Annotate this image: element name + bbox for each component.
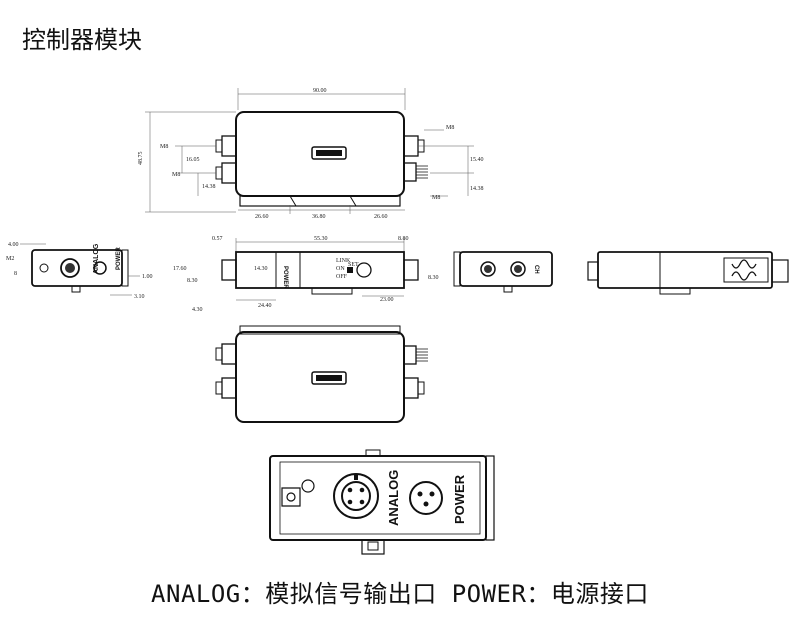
right-end-view: CH xyxy=(453,251,553,293)
front-power-text: POWER xyxy=(282,266,288,289)
front-status-3: OFF xyxy=(336,274,348,280)
front-status-2: ON xyxy=(336,266,345,272)
left-end-view: ANALOG POWER 4.00 M2 8 1.00 3.10 xyxy=(6,242,153,300)
dim-front-right-top: 8.80 xyxy=(398,236,409,242)
legend-caption: ANALOG：模拟信号输出口 POWER：电源接口 xyxy=(151,580,649,608)
dim-left-offset-2: 14.38 xyxy=(202,184,216,190)
detail-power-label: POWER xyxy=(452,474,467,524)
front-status-1: LINK xyxy=(336,258,351,264)
dim-left-2: M2 xyxy=(6,256,14,262)
dim-front-inner: 14.30 xyxy=(254,266,268,272)
dim-front-width: 55.30 xyxy=(314,236,328,242)
dim-right-offset-2: 14.38 xyxy=(470,186,484,192)
dim-bottom-left: 26.60 xyxy=(255,214,269,220)
left-analog-label: ANALOG xyxy=(93,243,100,274)
top-view: 90.00 48.75 M8 M8 16.05 14.38 xyxy=(138,88,484,220)
detail-analog-label: ANALOG xyxy=(386,470,401,526)
dim-left-1: 4.00 xyxy=(8,242,19,248)
dim-bottom-mid: 36.80 xyxy=(312,214,326,220)
dim-m8-left-top: M8 xyxy=(160,144,168,150)
dim-front-bottom-left: 24.40 xyxy=(258,303,272,309)
dim-m8-right-top: M8 xyxy=(446,125,454,131)
dim-left-offset-1: 16.05 xyxy=(186,157,200,163)
dim-front-height: 17.60 xyxy=(173,266,187,272)
dim-m8-left-bottom: M8 xyxy=(172,172,180,178)
bottom-view xyxy=(215,325,428,423)
side-view xyxy=(587,251,789,295)
dim-top-width: 90.00 xyxy=(313,88,327,94)
left-power-label: POWER xyxy=(116,247,122,270)
dim-front-small: 0.57 xyxy=(212,236,223,242)
front-view: 55.30 0.57 8.80 POWER LINK ON OFF SET 17… xyxy=(173,236,439,313)
page-title: 控制器模块 xyxy=(22,26,142,54)
dim-bottom-right: 26.60 xyxy=(374,214,388,220)
right-end-label: CH xyxy=(533,265,539,274)
dim-front-left-low: 8.30 xyxy=(187,278,198,284)
front-status-4: SET xyxy=(348,262,359,268)
dim-left-5: 3.10 xyxy=(134,294,145,300)
dim-right-offset-1: 15.40 xyxy=(470,157,484,163)
dim-front-right-low: 8.30 xyxy=(428,275,439,281)
dim-top-height: 48.75 xyxy=(138,152,144,166)
dim-left-4: 1.00 xyxy=(142,274,153,280)
dim-front-bottom-right: 23.00 xyxy=(380,297,394,303)
dim-m8-right-bottom: M8 xyxy=(432,195,440,201)
detail-view: ANALOG POWER xyxy=(269,449,495,555)
dim-left-3: 8 xyxy=(14,271,17,277)
dim-front-far-left: 4.30 xyxy=(192,307,203,313)
